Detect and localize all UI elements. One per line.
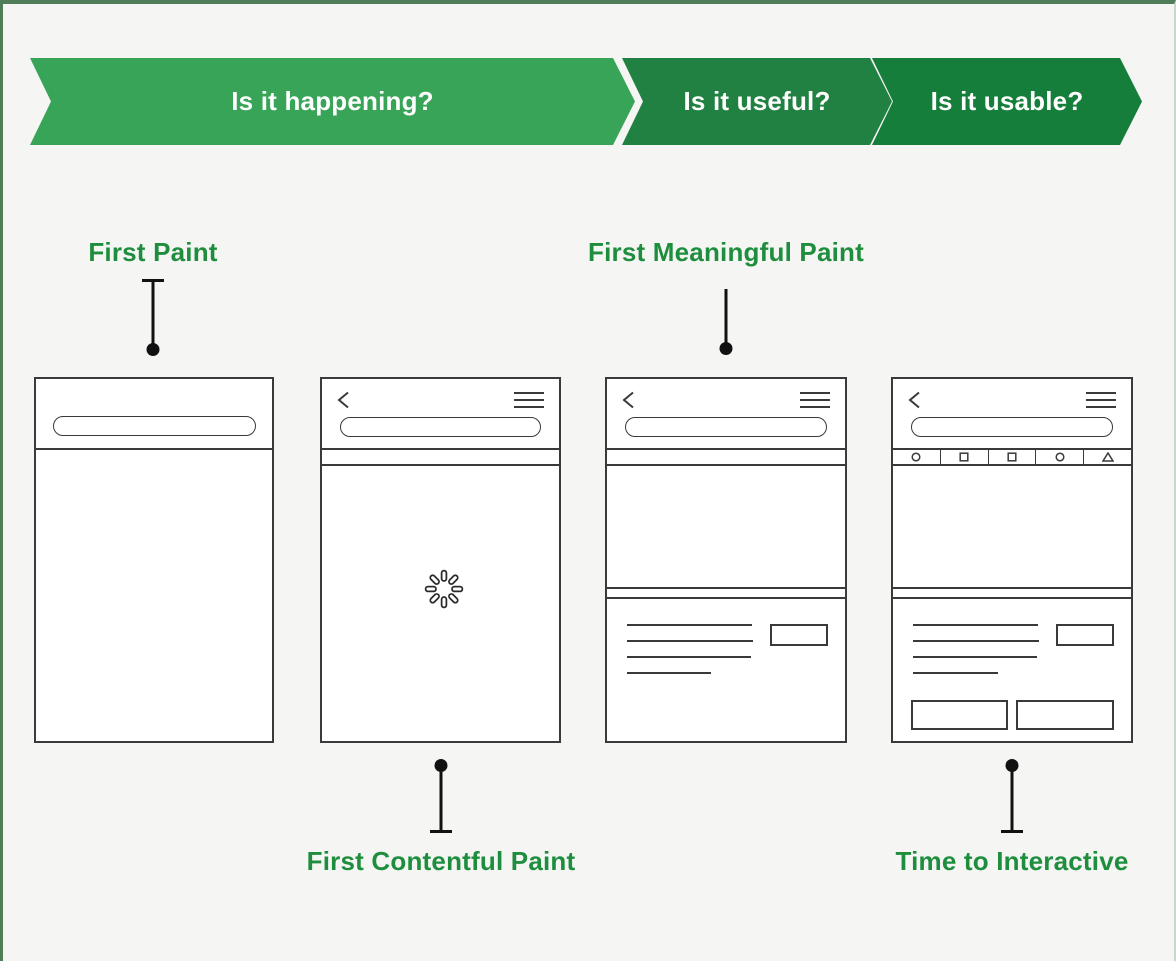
metric-label-time-to-interactive: Time to Interactive xyxy=(895,846,1129,876)
circle-icon xyxy=(911,452,921,462)
skeleton-text-line xyxy=(913,640,1039,642)
hamburger-menu-icon xyxy=(514,392,544,413)
connector-line xyxy=(151,280,155,346)
phone-mockup-time-to-interactive xyxy=(891,377,1133,743)
back-chevron-icon xyxy=(337,391,349,409)
connector-line xyxy=(724,289,728,345)
toolbar-cell xyxy=(989,450,1037,464)
skeleton-button xyxy=(911,700,1008,730)
skeleton-text-line xyxy=(627,624,752,626)
connector-line xyxy=(1010,765,1014,831)
search-pill xyxy=(625,417,827,437)
toolbar-cell xyxy=(893,450,941,464)
skeleton-text-line xyxy=(627,656,751,658)
metric-label-first-contentful-paint: First Contentful Paint xyxy=(306,846,576,876)
banner-segment-label: Is it useful? xyxy=(683,86,831,116)
phone-header xyxy=(607,379,845,450)
skeleton-button xyxy=(1056,624,1114,646)
content-divider xyxy=(893,587,1131,589)
content-divider xyxy=(893,597,1131,599)
metric-label-first-meaningful-paint: First Meaningful Paint xyxy=(588,237,864,267)
search-pill xyxy=(340,417,541,437)
banner-segment-is-it-useful: Is it useful? xyxy=(622,58,892,145)
connector-first-meaningful-paint xyxy=(715,289,737,359)
content-divider xyxy=(607,587,845,589)
skeleton-text-line xyxy=(627,640,753,642)
circle-icon xyxy=(1055,452,1065,462)
search-pill xyxy=(53,416,256,436)
connector-tbar xyxy=(1001,830,1023,833)
toolbar-cell xyxy=(1036,450,1085,464)
phone-tab-strip xyxy=(607,450,845,466)
hamburger-menu-icon xyxy=(800,392,830,413)
skeleton-button xyxy=(770,624,828,646)
skeleton-text-line xyxy=(913,656,1037,658)
square-icon xyxy=(1007,452,1017,462)
phone-header xyxy=(36,379,272,450)
connector-first-contentful-paint xyxy=(430,759,452,834)
phone-toolbar xyxy=(893,450,1131,466)
connector-first-paint xyxy=(142,279,164,359)
phone-mockup-first-meaningful-paint xyxy=(605,377,847,743)
skeleton-text-line xyxy=(627,672,711,674)
phone-mockup-first-paint xyxy=(34,377,274,743)
connector-time-to-interactive xyxy=(1001,759,1023,834)
connector-dot xyxy=(146,343,160,356)
banner-segment-is-it-happening: Is it happening? xyxy=(30,58,635,145)
skeleton-text-line xyxy=(913,624,1038,626)
banner-segment-is-it-usable: Is it usable? xyxy=(872,58,1142,145)
phone-tab-strip xyxy=(322,450,559,466)
back-chevron-icon xyxy=(622,391,634,409)
question-banner: Is it happening? Is it useful? Is it usa… xyxy=(30,58,1145,145)
connector-line xyxy=(439,765,443,831)
skeleton-text-line xyxy=(913,672,998,674)
connector-dot xyxy=(719,342,733,355)
phone-mockup-first-contentful-paint xyxy=(320,377,561,743)
triangle-icon xyxy=(1101,452,1114,462)
back-chevron-icon xyxy=(908,391,920,409)
phone-header xyxy=(322,379,559,450)
connector-tbar xyxy=(430,830,452,833)
content-divider xyxy=(607,597,845,599)
skeleton-button xyxy=(1016,700,1114,730)
search-pill xyxy=(911,417,1113,437)
phone-header xyxy=(893,379,1131,450)
loading-spinner-icon xyxy=(424,569,464,609)
metric-label-first-paint: First Paint xyxy=(88,237,218,267)
hamburger-menu-icon xyxy=(1086,392,1116,413)
banner-segment-label: Is it happening? xyxy=(231,86,434,116)
banner-segment-label: Is it usable? xyxy=(930,86,1084,116)
square-icon xyxy=(959,452,969,462)
toolbar-cell xyxy=(941,450,989,464)
toolbar-cell xyxy=(1084,450,1131,464)
